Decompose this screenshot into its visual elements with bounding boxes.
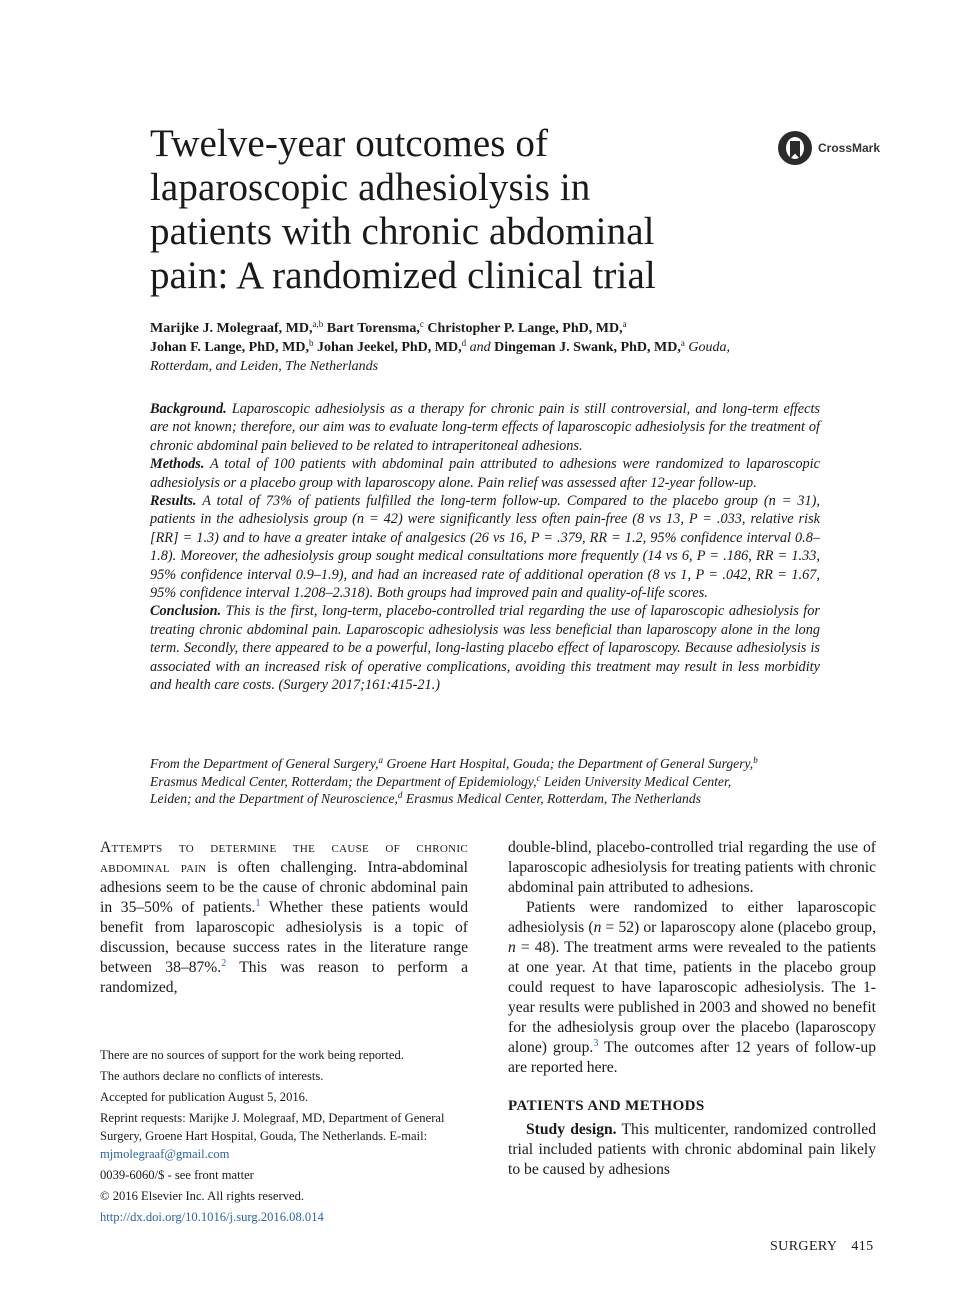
author-name: Christopher P. Lange, PhD, MD, (427, 321, 623, 336)
affiliation-text: Leiden; and the Department of Neuroscien… (150, 791, 398, 806)
author-name: Marijke J. Molegraaf, MD, (150, 321, 313, 336)
body-text: is often challenging. Intra-abdominal ad… (100, 859, 469, 916)
footnote-text: Reprint requests: Marijke J. Molegraaf, … (100, 1111, 445, 1143)
author-affil-sup: b (308, 338, 314, 348)
body-text: Whether these patients would benefit fro… (100, 899, 468, 976)
footnotes: There are no sources of support for the … (100, 1046, 468, 1229)
author-name: Johan F. Lange, PhD, MD, (150, 340, 309, 355)
author-name: Bart Torensma, (326, 321, 420, 336)
crossmark-icon (778, 131, 812, 165)
affiliation-line: Erasmus Medical Center, Rotterdam; the D… (150, 773, 820, 791)
variable-n: n (593, 919, 602, 936)
affiliation-sup: d (397, 790, 403, 800)
affiliation-sup: c (536, 772, 541, 783)
abstract: Background. Laparoscopic adhesiolysis as… (150, 400, 820, 695)
author-affil-sup: c (419, 319, 424, 329)
author-location: Gouda, (688, 340, 730, 355)
intro-lead-smallcaps: Attempts to determine the cause of chron… (100, 839, 468, 876)
title-line: Twelve-year outcomes of (150, 122, 549, 165)
affiliation-text: Groene Hart Hospital, Gouda; the Departm… (386, 756, 754, 771)
author-line-2: Johan F. Lange, PhD, MD,b Johan Jeekel, … (150, 338, 840, 357)
affiliation-line: From the Department of General Surgery,a… (150, 755, 820, 773)
abstract-heading: Methods. (150, 456, 205, 473)
abstract-background: Background. Laparoscopic adhesiolysis as… (150, 400, 820, 455)
abstract-results: Results. A total of 73% of patients fulf… (150, 492, 820, 602)
variable-n: n (508, 939, 516, 956)
author-line-1: Marijke J. Molegraaf, MD,a,b Bart Torens… (150, 319, 840, 338)
footnote: Accepted for publication August 5, 2016. (100, 1090, 309, 1104)
affiliation-line: Leiden; and the Department of Neuroscien… (150, 790, 820, 808)
affiliations: From the Department of General Surgery,a… (150, 755, 820, 808)
crossmark-badge[interactable]: CrossMark (778, 128, 888, 168)
footnote: 0039-6060/$ - see front matter (100, 1168, 254, 1182)
abstract-heading: Conclusion. (150, 603, 222, 620)
page-number: 415 (851, 1239, 874, 1254)
body-text: = 52) or laparoscopy alone (placebo grou… (601, 919, 876, 936)
title-line: patients with chronic abdominal (150, 210, 655, 253)
crossmark-label: CrossMark (818, 141, 881, 155)
title-line: laparoscopic adhesiolysis in (150, 166, 591, 209)
author-affil-sup: a (680, 338, 685, 348)
abstract-conclusion: Conclusion. This is the first, long-term… (150, 602, 820, 694)
article-title: Twelve-year outcomes of laparoscopic adh… (150, 122, 750, 298)
body-text: This multicenter, randomized controlled … (508, 1121, 876, 1178)
body-column-right: double-blind, placebo-controlled trial r… (508, 838, 876, 1180)
reference-link[interactable]: 2 (221, 958, 227, 969)
footnote-doi: http://dx.doi.org/10.1016/j.surg.2016.08… (100, 1208, 468, 1226)
affiliation-sup: b (753, 755, 758, 765)
abstract-heading: Results. (150, 493, 197, 510)
body-paragraph: Patients were randomized to either lapar… (508, 898, 876, 1078)
footnote: © 2016 Elsevier Inc. All rights reserved… (100, 1189, 305, 1203)
affiliation-sup: a (378, 755, 384, 765)
affiliation-text: Erasmus Medical Center, Rotterdam; the D… (150, 773, 537, 789)
footnote: The authors declare no conflicts of inte… (100, 1069, 324, 1083)
abstract-text: This is the first, long-term, placebo-co… (150, 603, 820, 694)
footnote: There are no sources of support for the … (100, 1048, 404, 1062)
affiliation-text: Erasmus Medical Center, Rotterdam, The N… (405, 791, 701, 806)
subsection-heading: Study design. (526, 1121, 617, 1138)
author-affil-sup: d (461, 338, 467, 348)
author-affil-sup: a (622, 319, 627, 329)
abstract-text: A total of 73% of patients fulfilled the… (150, 493, 820, 602)
body-paragraph: Study design. This multicenter, randomiz… (508, 1120, 876, 1180)
email-link[interactable]: mjmolegraaf@gmail.com (100, 1147, 230, 1161)
author-name: Dingeman J. Swank, PhD, MD, (494, 340, 681, 355)
author-affil-sup: a,b (312, 319, 324, 329)
affiliation-text: Leiden University Medical Center, (543, 773, 732, 789)
author-line-3: Rotterdam, and Leiden, The Netherlands (150, 357, 840, 376)
body-paragraph: double-blind, placebo-controlled trial r… (508, 839, 876, 896)
author-name: Johan Jeekel, PhD, MD, (316, 340, 462, 355)
intro-paragraph: Attempts to determine the cause of chron… (100, 838, 468, 998)
reference-link[interactable]: 1 (255, 898, 261, 909)
footnote-reprint: Reprint requests: Marijke J. Molegraaf, … (100, 1109, 468, 1163)
page-footer: SURGERY 415 (770, 1239, 874, 1255)
body-text: This was reason to perform a randomized, (100, 959, 468, 996)
author-list: Marijke J. Molegraaf, MD,a,b Bart Torens… (150, 319, 840, 376)
doi-link[interactable]: http://dx.doi.org/10.1016/j.surg.2016.08… (100, 1210, 324, 1224)
abstract-text: A total of 100 patients with abdominal p… (150, 456, 820, 491)
affiliation-text: From the Department of General Surgery, (150, 756, 379, 771)
journal-name: SURGERY (770, 1239, 838, 1254)
section-heading: PATIENTS AND METHODS (508, 1098, 705, 1114)
body-text: Patients were randomized to either lapar… (508, 899, 876, 936)
body-text: = 48). The treatment arms were revealed … (508, 939, 876, 1056)
title-line: pain: A randomized clinical trial (150, 254, 656, 297)
body-text: The outcomes after 12 years of follow-up… (508, 1039, 877, 1076)
author-conjunction: and (469, 340, 491, 355)
reference-link[interactable]: 3 (593, 1038, 599, 1049)
abstract-heading: Background. (150, 401, 227, 417)
author-location: Rotterdam, and Leiden, The Netherlands (150, 359, 379, 374)
abstract-methods: Methods. A total of 100 patients with ab… (150, 455, 820, 492)
body-column-left: Attempts to determine the cause of chron… (100, 838, 468, 998)
abstract-text: Laparoscopic adhesiolysis as a therapy f… (150, 401, 820, 454)
email-label: E-mail: (389, 1129, 428, 1143)
